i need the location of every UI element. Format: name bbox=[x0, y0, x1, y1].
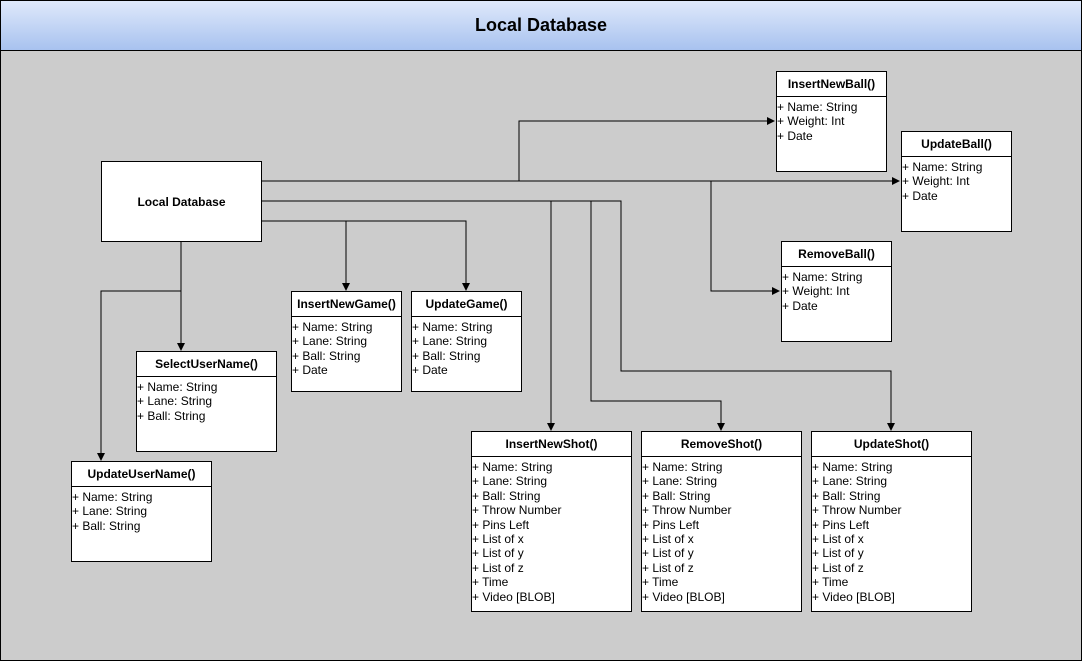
class-attribute: + List of z bbox=[642, 560, 694, 575]
class-remove-shot[interactable]: RemoveShot() + Name: String + Lane: Stri… bbox=[641, 431, 802, 612]
class-attribute: + Lane: String bbox=[292, 334, 368, 349]
class-remove-ball[interactable]: RemoveBall() + Name: String + Weight: In… bbox=[781, 241, 892, 342]
class-attribute: + Date bbox=[782, 298, 818, 313]
class-update-shot[interactable]: UpdateShot() + Name: String + Lane: Stri… bbox=[811, 431, 972, 612]
class-attribute: + Lane: String bbox=[812, 474, 888, 489]
class-attribute: + Ball: String bbox=[292, 348, 361, 363]
class-attribute: + List of z bbox=[812, 560, 864, 575]
class-attribute: + Video [BLOB] bbox=[472, 589, 555, 604]
diagram-title-bar: Local Database bbox=[1, 1, 1081, 51]
class-attribute: + Time bbox=[812, 575, 849, 590]
class-insert-new-ball[interactable]: InsertNewBall() + Name: String + Weight:… bbox=[776, 71, 887, 172]
class-attribute: + List of y bbox=[812, 546, 864, 561]
class-attribute: + List of x bbox=[812, 532, 864, 547]
class-attribute: + List of y bbox=[642, 546, 694, 561]
class-attribute: + Time bbox=[472, 575, 509, 590]
class-attribute: + Pins Left bbox=[812, 517, 870, 532]
class-attribute: + Throw Number bbox=[812, 503, 902, 518]
class-attribute: + List of x bbox=[642, 532, 694, 547]
class-attribute: + Date bbox=[292, 363, 328, 378]
connector-remove-shot bbox=[551, 200, 725, 431]
class-attribute: + Throw Number bbox=[472, 503, 562, 518]
class-attribute: + Name: String bbox=[72, 490, 153, 504]
class-header: SelectUserName() bbox=[137, 352, 276, 377]
local-database-node[interactable]: Local Database bbox=[101, 161, 262, 242]
class-attribute: + Ball: String bbox=[642, 488, 711, 503]
class-attribute: + Name: String bbox=[902, 160, 983, 174]
class-insert-new-shot[interactable]: InsertNewShot() + Name: String + Lane: S… bbox=[471, 431, 632, 612]
class-header: UpdateShot() bbox=[812, 432, 971, 457]
class-attribute: + List of z bbox=[472, 560, 524, 575]
class-attribute: + List of x bbox=[472, 532, 524, 547]
class-attribute: + Ball: String bbox=[812, 488, 881, 503]
connector-update-user-name bbox=[97, 290, 181, 461]
class-attribute: + Lane: String bbox=[412, 334, 488, 349]
class-attribute: + Date bbox=[902, 188, 938, 203]
connector-update-shot bbox=[591, 200, 895, 431]
connector-remove-ball bbox=[710, 181, 780, 295]
class-attribute: + Ball: String bbox=[472, 488, 541, 503]
class-attribute: + Ball: String bbox=[412, 348, 481, 363]
class-attribute: + Pins Left bbox=[642, 517, 700, 532]
class-attribute: + Name: String bbox=[777, 100, 858, 114]
class-header: RemoveBall() bbox=[782, 242, 891, 267]
class-header: UpdateGame() bbox=[412, 292, 521, 317]
connector-insert-new-game bbox=[261, 220, 350, 291]
connector-insert-new-ball bbox=[261, 117, 775, 182]
class-attribute: + Lane: String bbox=[642, 474, 718, 489]
class-header: RemoveShot() bbox=[642, 432, 801, 457]
class-attribute: + List of y bbox=[472, 546, 524, 561]
class-header: InsertNewBall() bbox=[777, 72, 886, 97]
diagram-title: Local Database bbox=[474, 15, 608, 35]
class-attribute: + Ball: String bbox=[72, 518, 141, 533]
class-attribute: + Weight: Int bbox=[902, 174, 970, 189]
class-header: UpdateUserName() bbox=[72, 462, 211, 487]
class-update-game[interactable]: UpdateGame() + Name: String + Lane: Stri… bbox=[411, 291, 522, 392]
class-attribute: + Date bbox=[412, 363, 448, 378]
class-update-ball[interactable]: UpdateBall() + Name: String + Weight: In… bbox=[901, 131, 1012, 232]
class-attribute: + Date bbox=[777, 128, 813, 143]
class-attribute: + Name: String bbox=[642, 460, 723, 474]
class-attribute: + Weight: Int bbox=[777, 114, 845, 129]
class-attribute: + Video [BLOB] bbox=[642, 589, 725, 604]
class-attribute: + Name: String bbox=[782, 270, 863, 284]
class-attribute: + Weight: Int bbox=[782, 284, 850, 299]
class-attribute: + Ball: String bbox=[137, 408, 206, 423]
class-header: UpdateBall() bbox=[902, 132, 1011, 157]
class-attribute: + Lane: String bbox=[72, 504, 148, 519]
class-attribute: + Video [BLOB] bbox=[812, 589, 895, 604]
class-attribute: + Pins Left bbox=[472, 517, 530, 532]
class-attribute: + Name: String bbox=[412, 320, 493, 334]
class-attribute: + Lane: String bbox=[137, 394, 213, 409]
class-attribute: + Lane: String bbox=[472, 474, 548, 489]
class-attribute: + Name: String bbox=[472, 460, 553, 474]
class-attribute: + Throw Number bbox=[642, 503, 732, 518]
connector-update-game bbox=[346, 220, 470, 291]
class-select-user-name[interactable]: SelectUserName() + Name: String + Lane: … bbox=[136, 351, 277, 452]
class-attribute: + Name: String bbox=[137, 380, 218, 394]
local-database-label: Local Database bbox=[137, 194, 226, 209]
class-header: InsertNewShot() bbox=[472, 432, 631, 457]
class-header: InsertNewGame() bbox=[292, 292, 401, 317]
class-attribute: + Time bbox=[642, 575, 679, 590]
class-attribute: + Name: String bbox=[292, 320, 373, 334]
class-attribute: + Name: String bbox=[812, 460, 893, 474]
class-update-user-name[interactable]: UpdateUserName() + Name: String + Lane: … bbox=[71, 461, 212, 562]
class-insert-new-game[interactable]: InsertNewGame() + Name: String + Lane: S… bbox=[291, 291, 402, 392]
